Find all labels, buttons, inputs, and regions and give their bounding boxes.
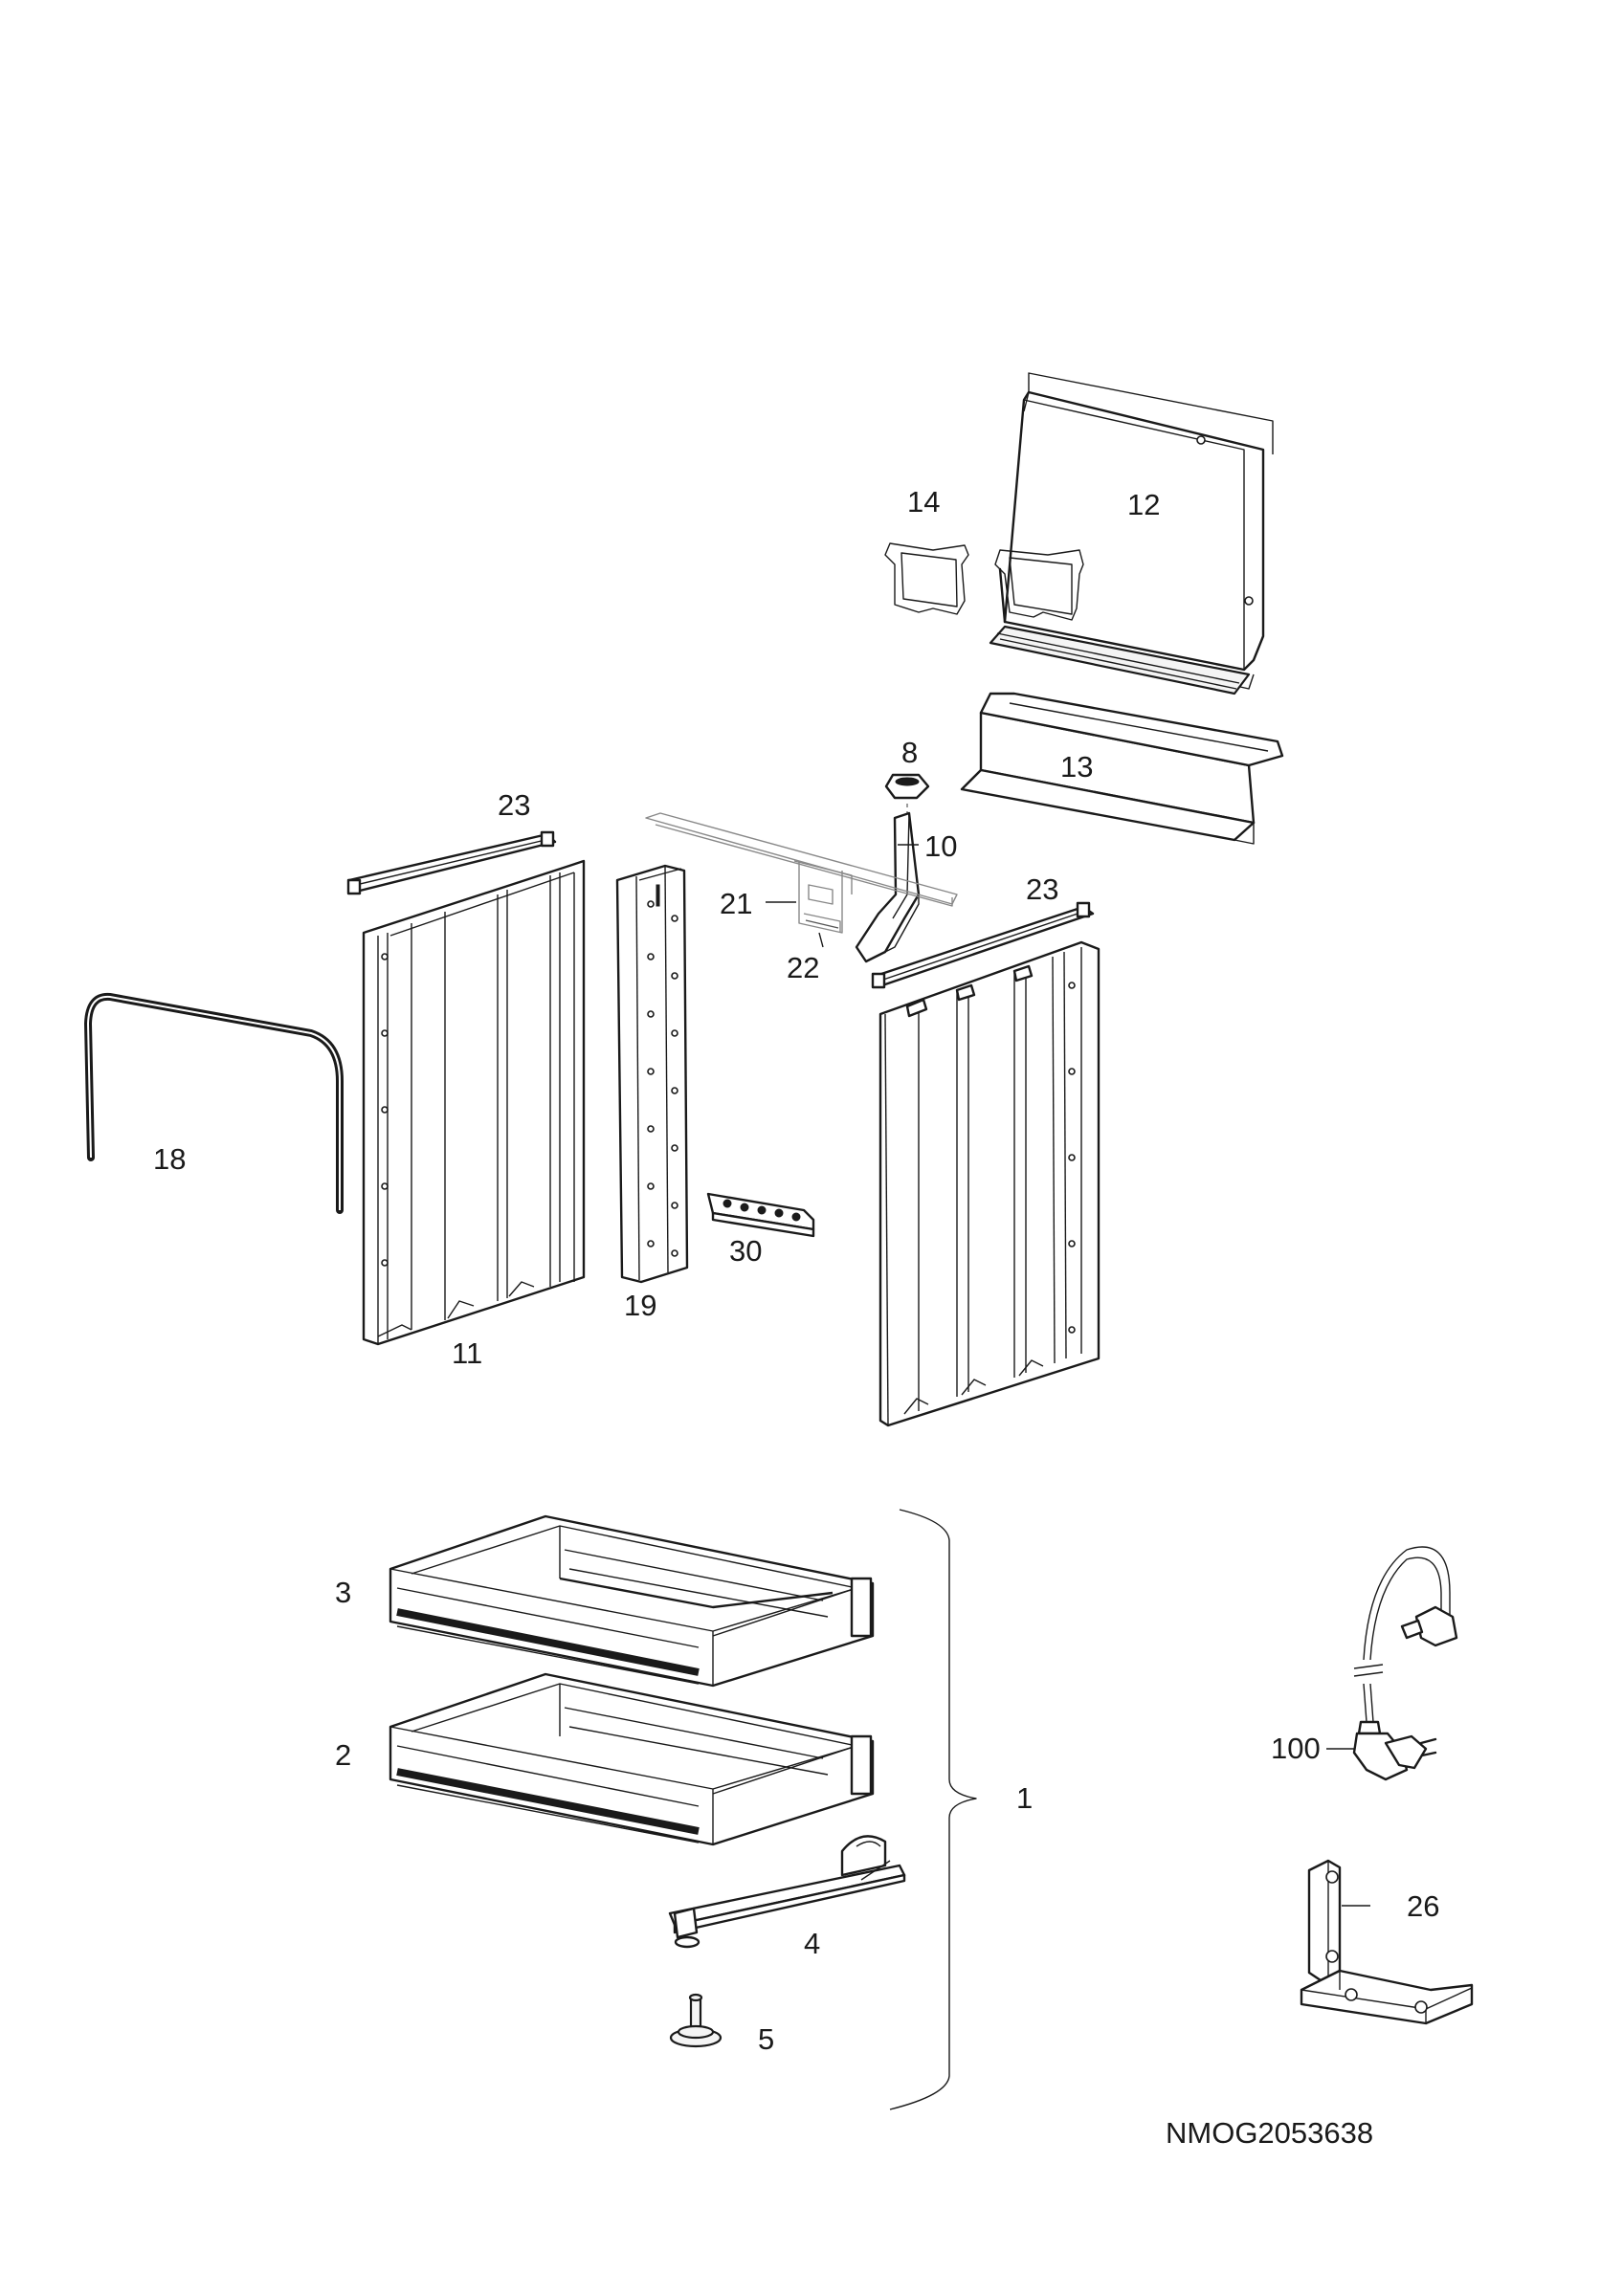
part-10-duct-pipe [855,811,921,963]
callout-21: 21 [720,887,752,920]
callout-4: 4 [804,1927,820,1960]
callout-labels: 12 14 13 8 10 23 21 22 23 18 30 19 11 3 … [153,485,1439,2150]
part-23-left-rail [346,830,557,895]
callout-22: 22 [787,951,819,984]
callout-5: 5 [758,2022,774,2056]
callout-30: 30 [729,1234,762,1268]
part-30-terminal-block [706,1192,815,1238]
part-23-right-rail [871,901,1095,989]
part-18-door-seal [83,992,344,1214]
part-26-angle-bracket [1300,1859,1474,2025]
callout-23-left: 23 [498,788,530,822]
leader-lines [766,844,919,948]
callout-100: 100 [1271,1732,1321,1765]
callout-1: 1 [1016,1781,1033,1815]
callout-3: 3 [335,1576,351,1609]
part-14-cover-plate [884,542,969,615]
callout-2: 2 [335,1738,351,1772]
part-4-adjustable-rail [668,1835,906,1949]
part-5-adjustable-foot [669,1993,723,2048]
part-100-power-cable [1326,1546,1458,1781]
callout-12: 12 [1127,488,1160,521]
drawing-code: NMOG2053638 [1166,2116,1373,2150]
part-21-22-cross-frame [645,812,958,934]
group-bracket [889,1509,977,2110]
part-12-rear-panel [989,372,1274,695]
part-8-grommet [884,773,930,818]
part-11-left-side-panel [362,859,586,1346]
callout-26: 26 [1407,1889,1439,1923]
part-3-upper-frame [389,1514,875,1688]
callout-13: 13 [1060,750,1093,784]
callout-18: 18 [153,1142,186,1176]
callout-11: 11 [452,1336,482,1370]
callout-14: 14 [907,485,940,519]
callout-8: 8 [901,736,918,769]
part-13-lower-channel [960,692,1284,845]
callout-23-right: 23 [1026,872,1058,906]
callout-10: 10 [924,829,957,863]
part-19-center-upright [615,864,689,1284]
callout-19: 19 [624,1289,656,1322]
part-2-lower-frame [389,1672,875,1846]
right-side-panel [878,940,1101,1427]
